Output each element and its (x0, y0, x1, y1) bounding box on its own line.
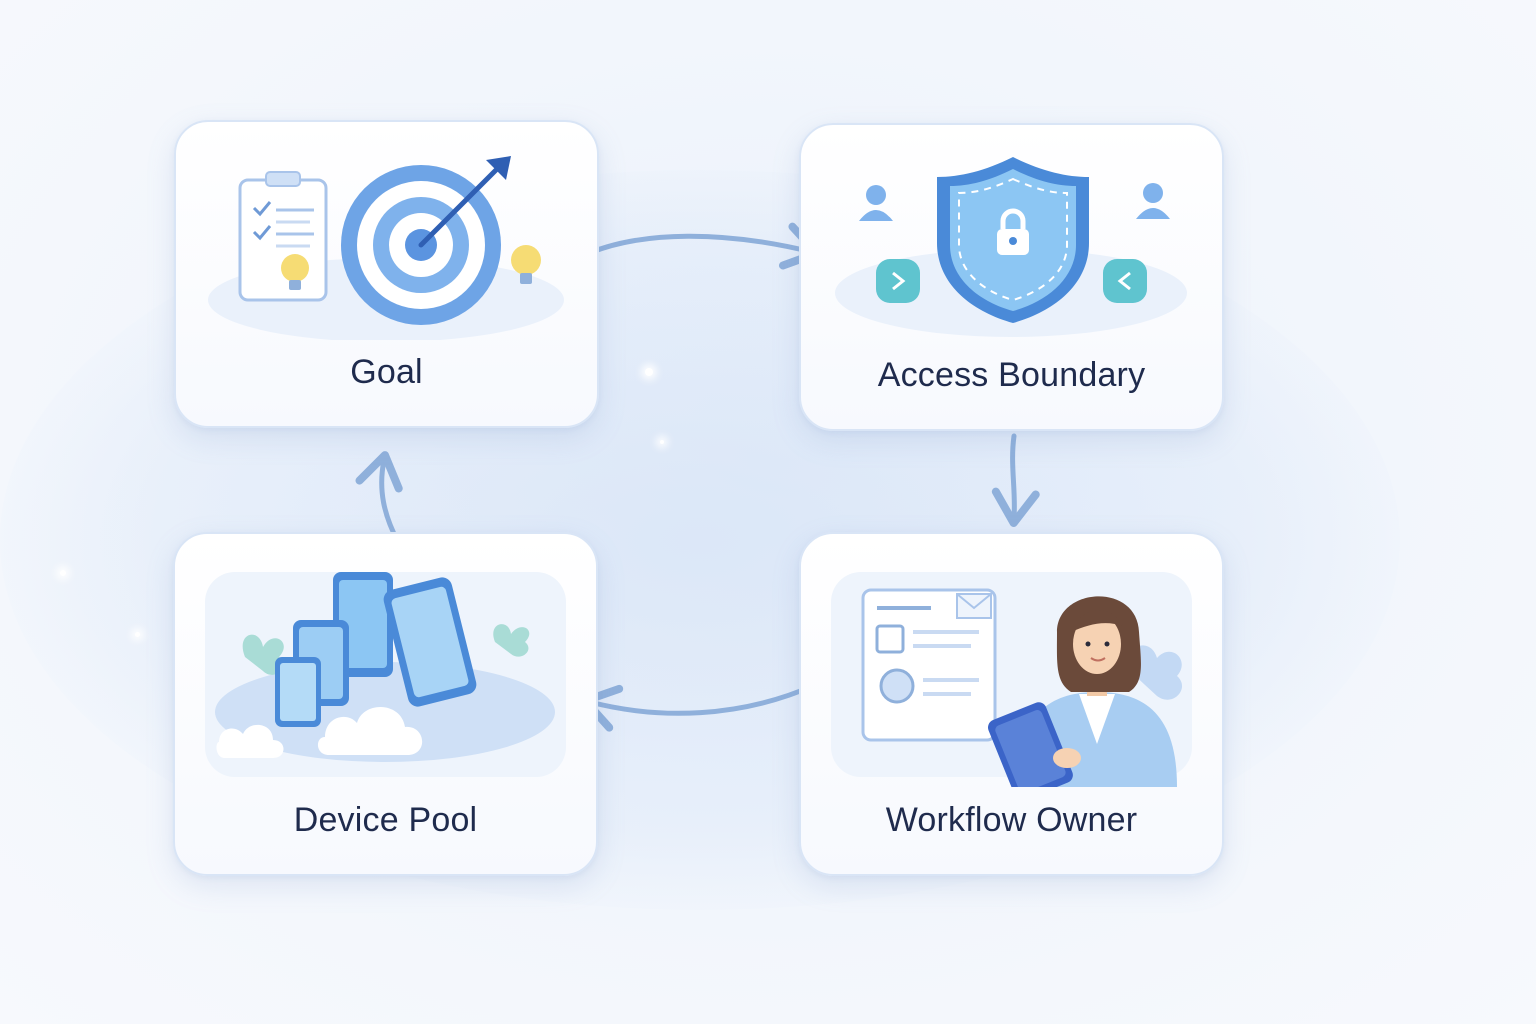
device-illustration (205, 572, 566, 777)
node-device-pool[interactable]: Device Pool (173, 532, 598, 876)
person-with-tablet-icon (988, 596, 1177, 787)
user-icon (859, 183, 1170, 221)
node-label: Workflow Owner (885, 801, 1138, 839)
goal-illustration (208, 156, 564, 340)
target-icon (341, 156, 511, 325)
cloud-icon (216, 706, 423, 758)
node-label: Access Boundary (877, 356, 1146, 394)
node-label: Device Pool (293, 801, 478, 839)
sparkle (645, 368, 653, 376)
access-illustration (835, 157, 1187, 337)
sparkle (60, 570, 66, 576)
node-workflow-owner[interactable]: Workflow Owner (799, 532, 1224, 876)
sparkle (135, 632, 140, 637)
devices-icon (275, 572, 477, 727)
node-goal[interactable]: Goal (174, 120, 599, 428)
shield-lock-icon (937, 157, 1089, 323)
lightbulb-icon (281, 245, 541, 290)
sparkle (660, 440, 664, 444)
document-icon (861, 588, 997, 742)
node-access-boundary[interactable]: Access Boundary (799, 123, 1224, 431)
clipboard-icon (238, 171, 328, 302)
owner-illustration (831, 572, 1192, 787)
node-label: Goal (350, 353, 423, 391)
